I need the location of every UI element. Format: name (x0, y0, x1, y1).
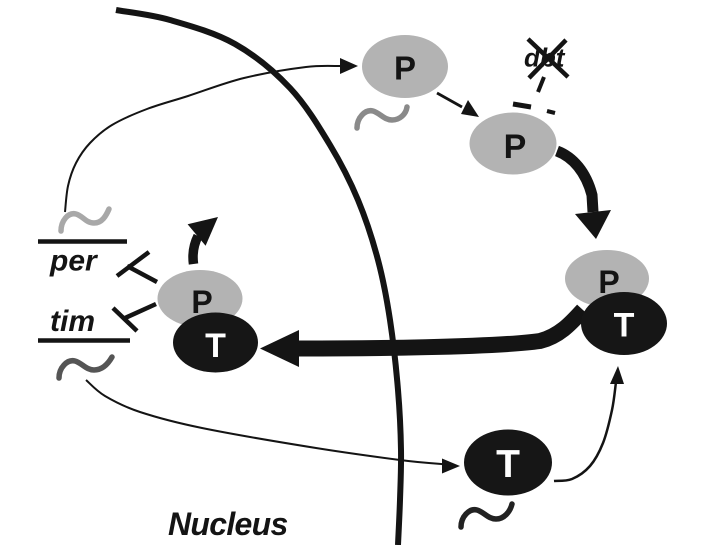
svg-text:per: per (49, 245, 99, 278)
svg-text:Nucleus: Nucleus (168, 506, 288, 542)
svg-text:tim: tim (50, 305, 95, 338)
svg-text:T: T (496, 443, 520, 486)
svg-text:P: P (598, 264, 619, 300)
svg-text:T: T (205, 327, 226, 365)
svg-text:P: P (394, 50, 416, 87)
svg-text:P: P (504, 128, 527, 166)
svg-text:T: T (614, 307, 635, 345)
svg-text:P: P (191, 284, 212, 320)
